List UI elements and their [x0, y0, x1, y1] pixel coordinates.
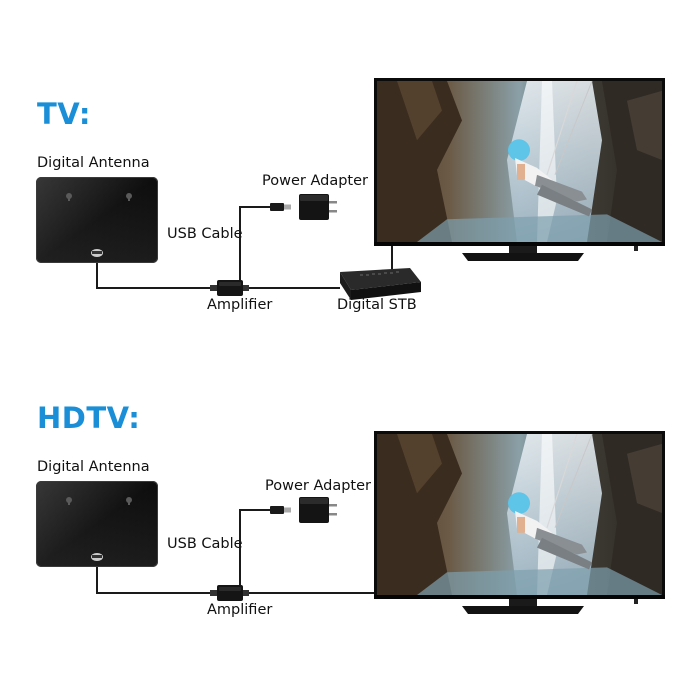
hdtv-section-title: HDTV: [37, 401, 141, 435]
tv-section-title: TV: [37, 97, 92, 131]
hdtv-antenna-panel-icon [35, 480, 159, 568]
tv-antenna-label: Digital Antenna [37, 155, 150, 171]
hdtv-television-icon [374, 431, 665, 614]
tv-usb-cable-label: USB Cable [167, 226, 243, 242]
tv-television-icon [374, 78, 665, 261]
hdtv-usb-plug-icon [270, 506, 291, 514]
tv-antenna-panel-icon [35, 176, 159, 264]
tv-stb-label: Digital STB [337, 297, 417, 313]
tv-amplifier-label: Amplifier [207, 297, 273, 313]
set-top-box-icon [340, 268, 421, 300]
tv-power-adapter-label: Power Adapter [262, 173, 368, 189]
tv-power-adapter-icon [299, 194, 337, 220]
hdtv-usb-cable-label: USB Cable [167, 536, 243, 552]
hdtv-power-adapter-icon [299, 497, 337, 523]
hdtv-power-adapter-label: Power Adapter [265, 478, 371, 494]
tv-amplifier-icon [210, 280, 249, 296]
hdtv-antenna-label: Digital Antenna [37, 459, 150, 475]
hdtv-amplifier-label: Amplifier [207, 602, 273, 618]
tv-usb-plug-icon [270, 203, 291, 211]
hdtv-amplifier-icon [210, 585, 249, 601]
